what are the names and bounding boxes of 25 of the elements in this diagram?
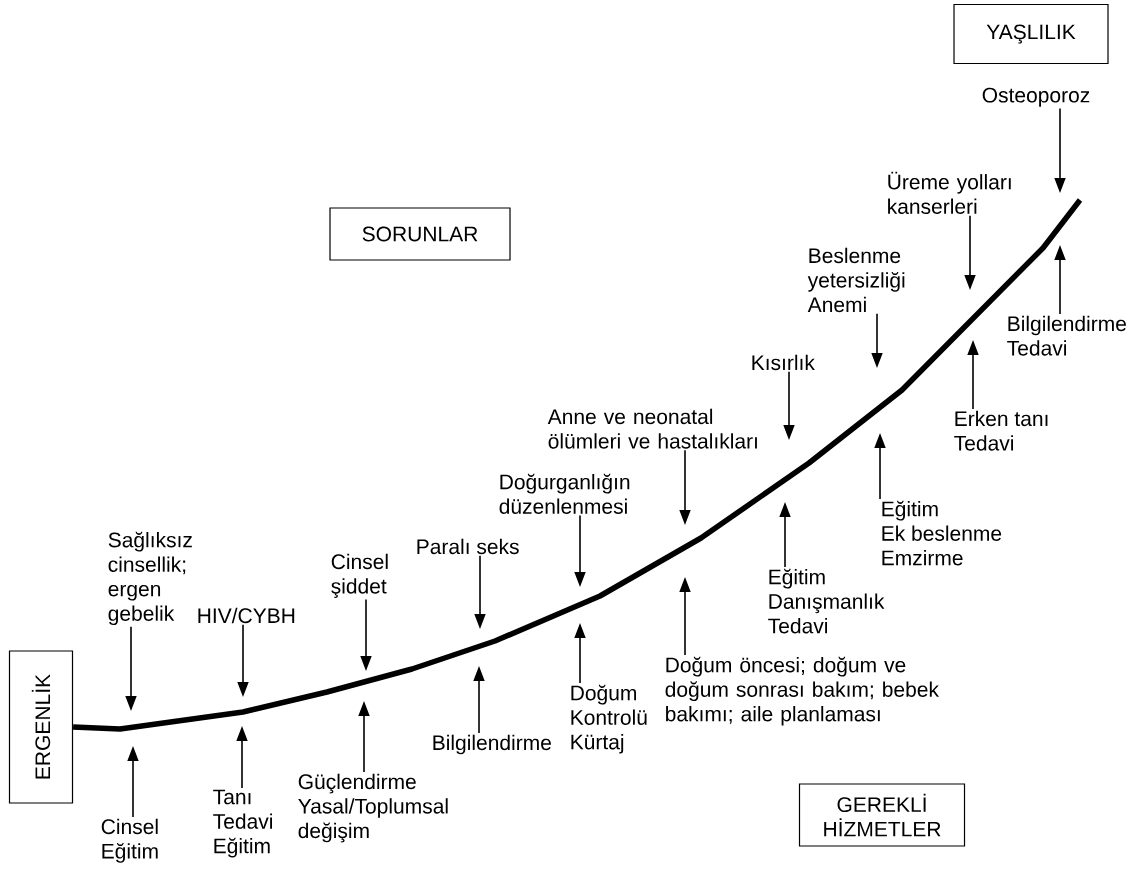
- annotation-text: Sağlıksız cinsellik; ergen gebelik: [108, 531, 192, 626]
- annotation-text: Güçlendirme Yasal/Toplumsal değişim: [298, 773, 448, 843]
- annotation-text: HIV/CYBH: [198, 607, 295, 624]
- annotation-text: Tanı Tedavi Eğitim: [213, 789, 272, 858]
- annotation-text: Eğitim Danışmanlık Tedavi: [768, 568, 885, 634]
- annotation-text: Osteoporoz: [982, 87, 1090, 107]
- stage-box: ERGENLİK: [8, 650, 74, 804]
- annotation-text: Doğurganlığın düzenlenmesi: [499, 473, 630, 514]
- annotation-text: Beslenme yetersizliği Anemi: [807, 247, 905, 313]
- timeline-curve: [73, 198, 1083, 732]
- stage-box: SORUNLAR: [329, 207, 511, 261]
- annotation-text: Doğum öncesi; doğum ve doğum sonrası bakım; bebek bakımı; aile planlaması: [665, 656, 939, 726]
- annotation-text: Eğitim Ek beslenme Emzirme: [882, 500, 1002, 566]
- annotation-text: Kısırlık: [752, 354, 815, 371]
- annotation-text: Anne ve neonatal ölümleri ve hastalıkları: [547, 408, 757, 449]
- annotation-text: Paralı seks: [417, 538, 519, 555]
- annotation-text: Cinsel Eğitim: [101, 818, 158, 863]
- annotation-text: Bilgilendirme Tedavi: [1007, 315, 1126, 356]
- stage-box: GEREKLİ HİZMETLER: [798, 783, 966, 847]
- annotation-text: Cinsel şiddet: [331, 553, 388, 598]
- annotation-text: Üreme yolları kanserleri: [888, 171, 1011, 214]
- annotation-text: Doğum Kontrolü Kürtaj: [571, 684, 647, 754]
- annotation-text: Bilgilendirme: [433, 734, 551, 755]
- annotation-text: Erken tanı Tedavi: [954, 410, 1048, 451]
- stage-box: YAŞLILIK: [953, 3, 1109, 65]
